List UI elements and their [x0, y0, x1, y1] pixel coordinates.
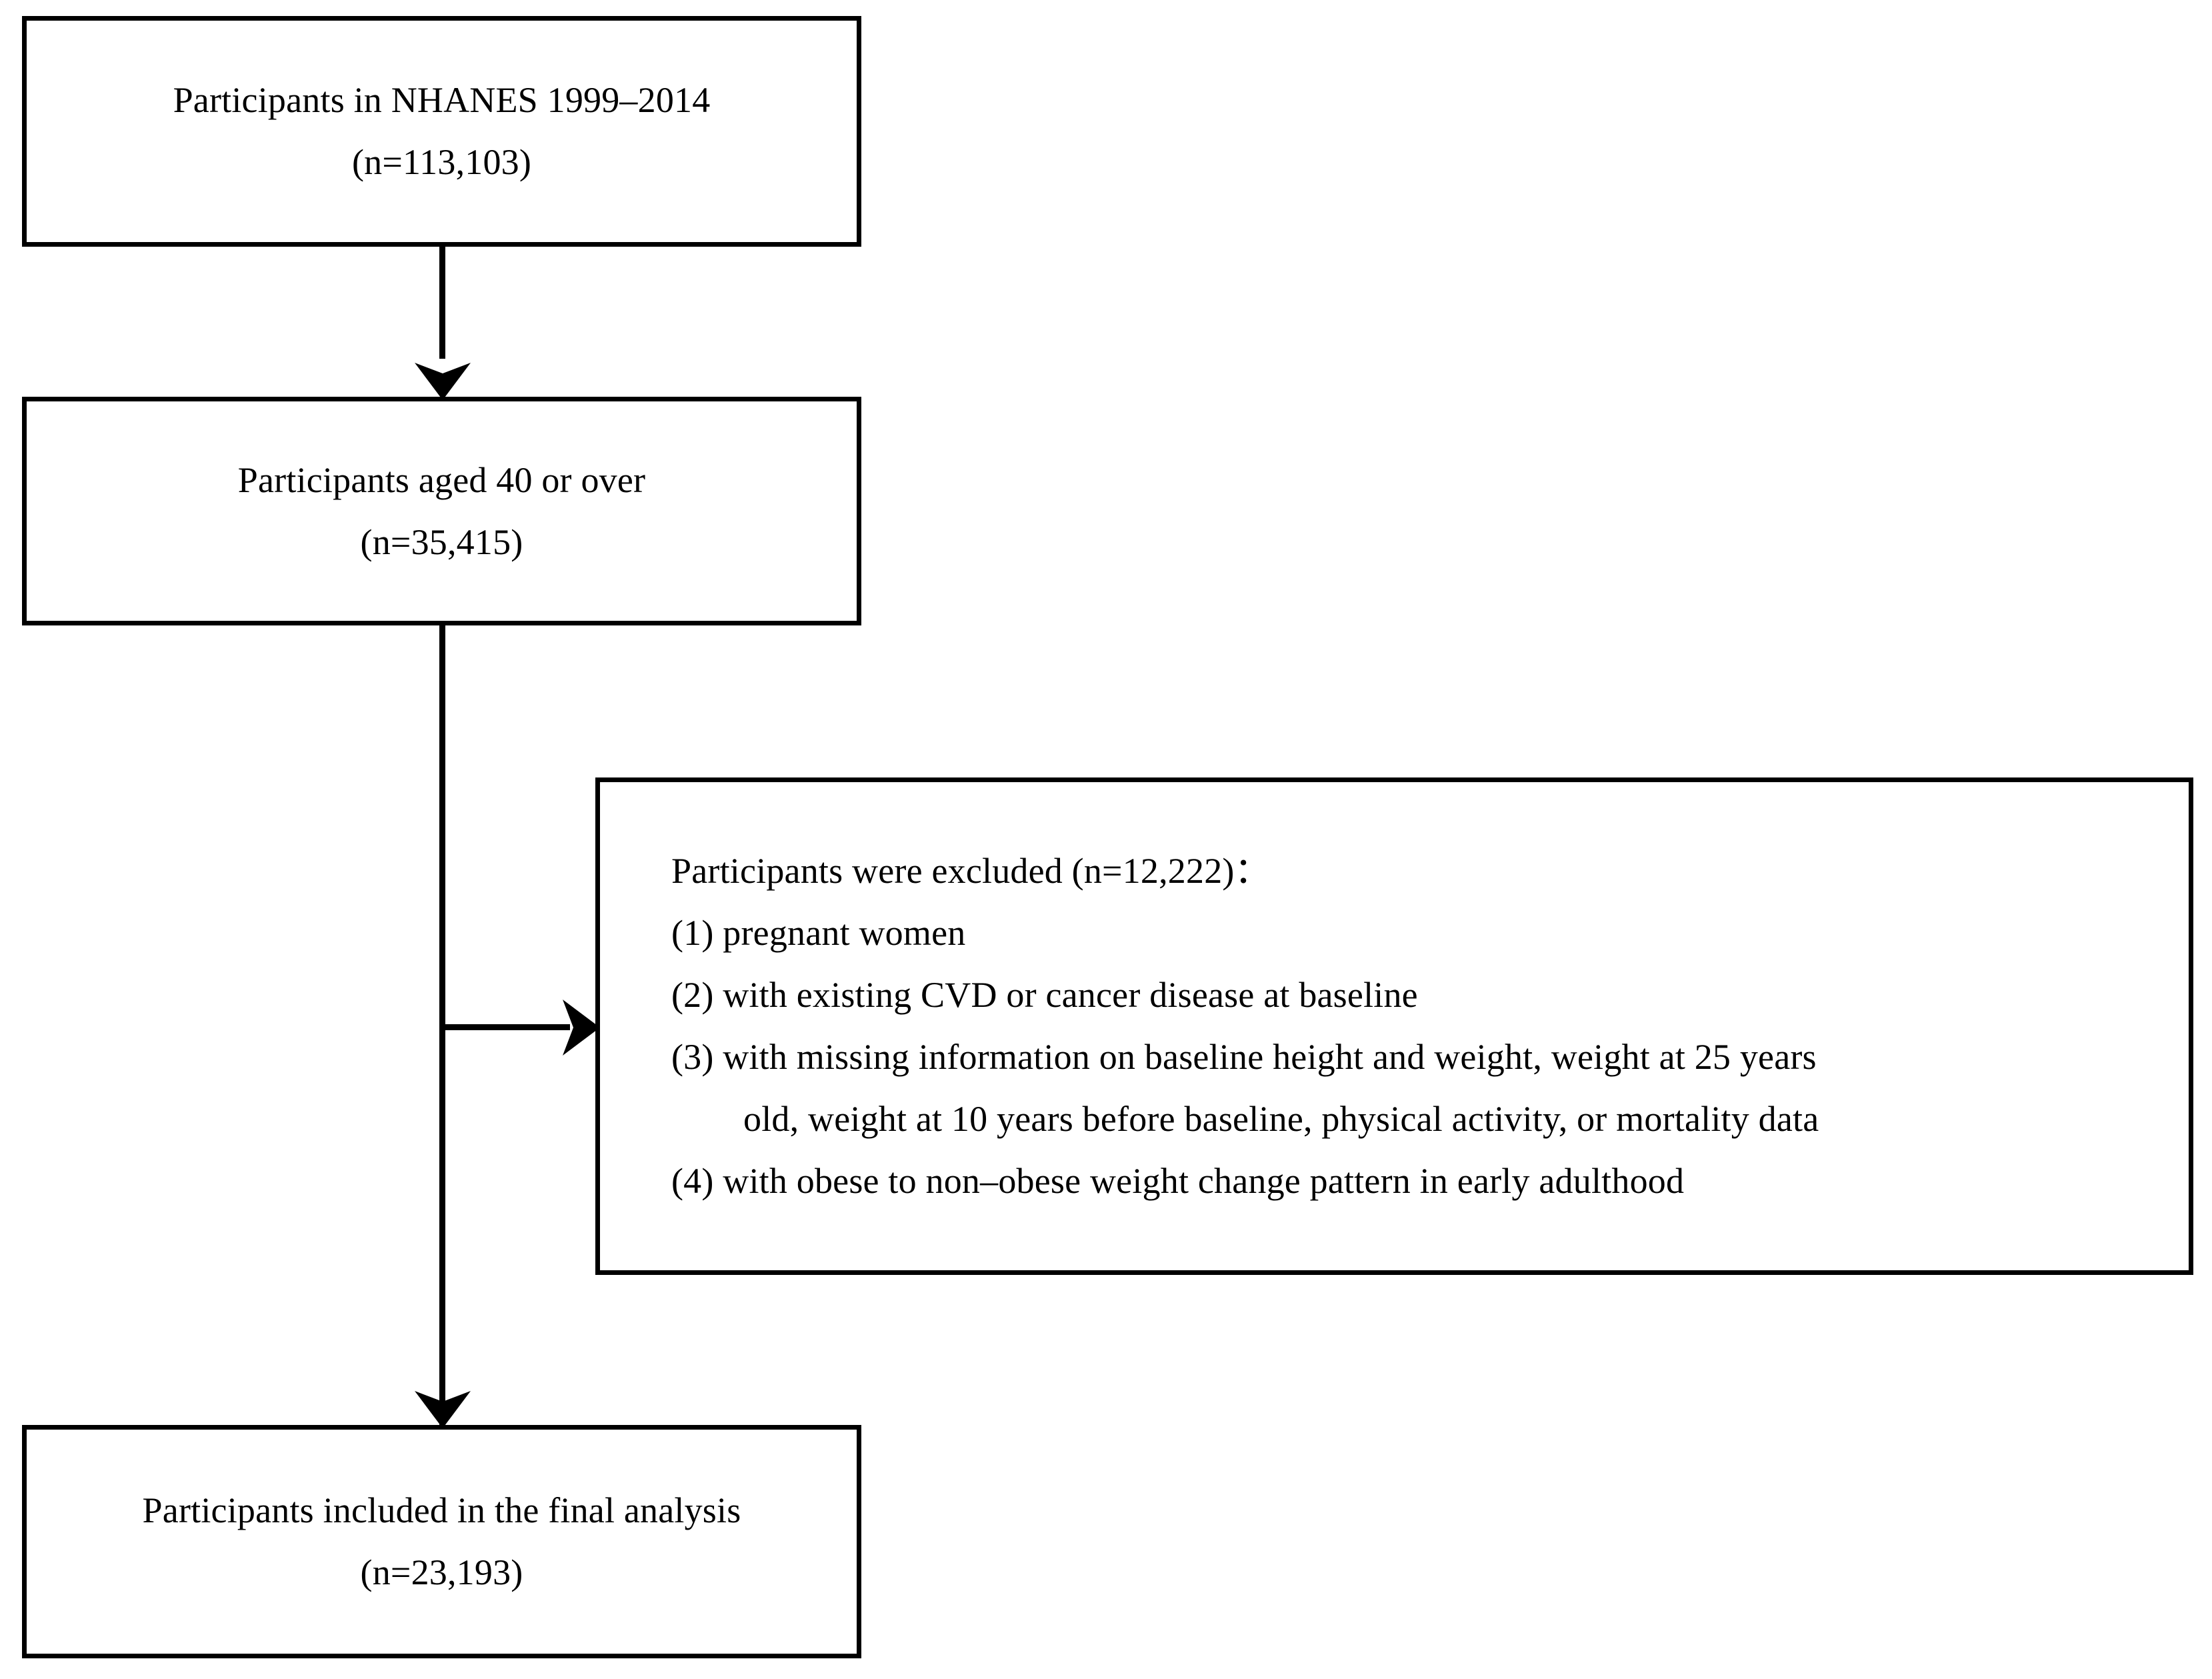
exclusions-item-3-continuation: old, weight at 10 years before baseline,…	[743, 1099, 1819, 1139]
node-age-eligible: Participants aged 40 or over (n=35,415)	[22, 397, 861, 625]
node-age-eligible-line1: Participants aged 40 or over	[237, 459, 646, 500]
connector-source-to-age-eligible-line	[439, 247, 445, 359]
arrowhead-down-to-final	[415, 1391, 471, 1428]
exclusions-item-4: (4) with obese to non–obese weight chang…	[671, 1161, 1685, 1201]
node-source-population-line1: Participants in NHANES 1999–2014	[173, 80, 711, 120]
arrowhead-down-source-to-age-eligible	[415, 363, 471, 400]
exclusions-item-3: (3) with missing information on baseline…	[671, 1037, 1817, 1077]
exclusions-item-2: (2) with existing CVD or cancer disease …	[671, 975, 1418, 1015]
node-source-population: Participants in NHANES 1999–2014 (n=113,…	[22, 16, 861, 247]
connector-age-eligible-to-final-line	[439, 625, 445, 1466]
connector-age-eligible-to-exclusions-line	[439, 1024, 570, 1030]
node-age-eligible-line2: (n=35,415)	[360, 521, 523, 562]
node-exclusions: Participants were excluded (n=12,222)： (…	[595, 777, 2193, 1275]
node-final-sample-line2: (n=23,193)	[360, 1552, 523, 1592]
node-source-population-line2: (n=113,103)	[351, 142, 532, 182]
exclusions-item-1: (1) pregnant women	[671, 913, 966, 953]
node-final-sample: Participants included in the final analy…	[22, 1425, 861, 1658]
node-final-sample-line1: Participants included in the final analy…	[142, 1490, 741, 1530]
exclusions-header: Participants were excluded (n=12,222)：	[671, 851, 1271, 891]
arrowhead-right-to-exclusions	[563, 1000, 600, 1056]
